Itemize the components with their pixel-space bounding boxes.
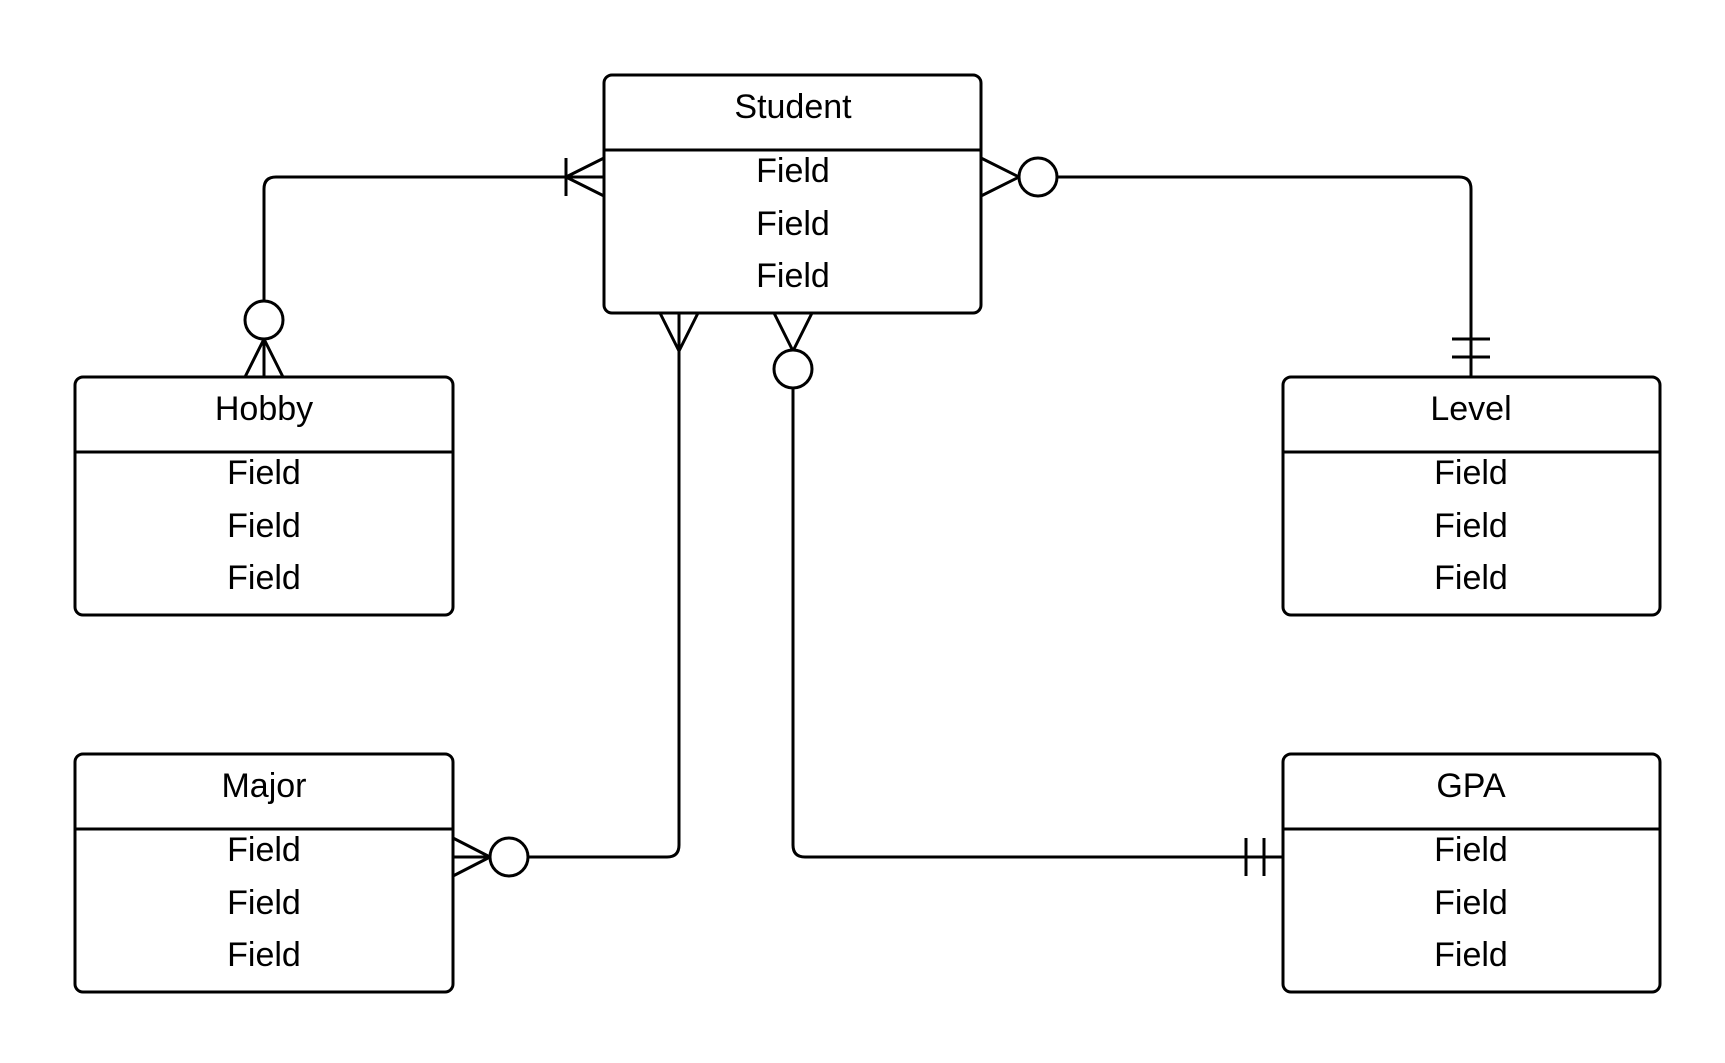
- crows-foot-one-or-many-marker: [564, 156, 605, 198]
- connector-line-student-level: [1057, 175, 1473, 377]
- entity-field: Field: [227, 884, 301, 922]
- zero-circle-marker: [1017, 156, 1059, 198]
- entity-student[interactable]: Student Field Field Field: [602, 73, 983, 315]
- entity-field: Field: [227, 454, 301, 492]
- relationship-student-major[interactable]: [452, 312, 700, 878]
- entity-field: Field: [1434, 831, 1508, 869]
- entity-field: Field: [227, 559, 301, 597]
- entity-field: Field: [227, 507, 301, 545]
- entity-field: Field: [1434, 936, 1508, 974]
- relationship-student-level[interactable]: [980, 156, 1490, 377]
- zero-circle-marker: [488, 836, 530, 878]
- connector-line-student-major: [528, 313, 681, 859]
- entity-field: Field: [1434, 454, 1508, 492]
- entity-field: Field: [1434, 884, 1508, 922]
- entity-box: [1281, 375, 1662, 617]
- entity-field: Field: [1434, 507, 1508, 545]
- entity-box: [73, 375, 455, 617]
- zero-circle-marker: [243, 299, 285, 341]
- crows-foot-many-marker: [243, 337, 285, 378]
- entity-field: Field: [227, 831, 301, 869]
- entity-box: [602, 73, 983, 315]
- crows-foot-many-marker: [772, 312, 814, 353]
- entity-box: [73, 752, 455, 994]
- entity-box: [1281, 752, 1662, 994]
- one-and-only-one-marker: [1244, 838, 1266, 876]
- crows-foot-many-marker: [452, 836, 492, 878]
- entity-major[interactable]: Major Field Field Field: [73, 752, 455, 994]
- entity-field: Field: [756, 205, 830, 243]
- entity-title: GPA: [1436, 767, 1506, 805]
- crows-foot-many-marker: [980, 156, 1021, 198]
- entity-hobby[interactable]: Hobby Field Field Field: [73, 375, 455, 617]
- entity-title: Hobby: [215, 390, 313, 428]
- relationship-student-hobby[interactable]: [243, 156, 605, 378]
- entity-field: Field: [756, 257, 830, 295]
- entity-title: Level: [1430, 390, 1511, 428]
- relationship-student-gpa[interactable]: [772, 312, 1283, 876]
- connector-line-student-hobby: [262, 175, 604, 302]
- entity-field: Field: [1434, 559, 1508, 597]
- one-and-only-one-marker: [1452, 337, 1490, 359]
- connector-line-student-gpa: [791, 386, 1283, 859]
- entity-gpa[interactable]: GPA Field Field Field: [1281, 752, 1662, 994]
- entity-field: Field: [756, 152, 830, 190]
- crows-foot-many-marker: [658, 312, 700, 353]
- entity-field: Field: [227, 936, 301, 974]
- entity-title: Major: [221, 767, 306, 805]
- zero-circle-marker: [772, 348, 814, 390]
- entity-title: Student: [734, 88, 852, 126]
- entity-level[interactable]: Level Field Field Field: [1281, 375, 1662, 617]
